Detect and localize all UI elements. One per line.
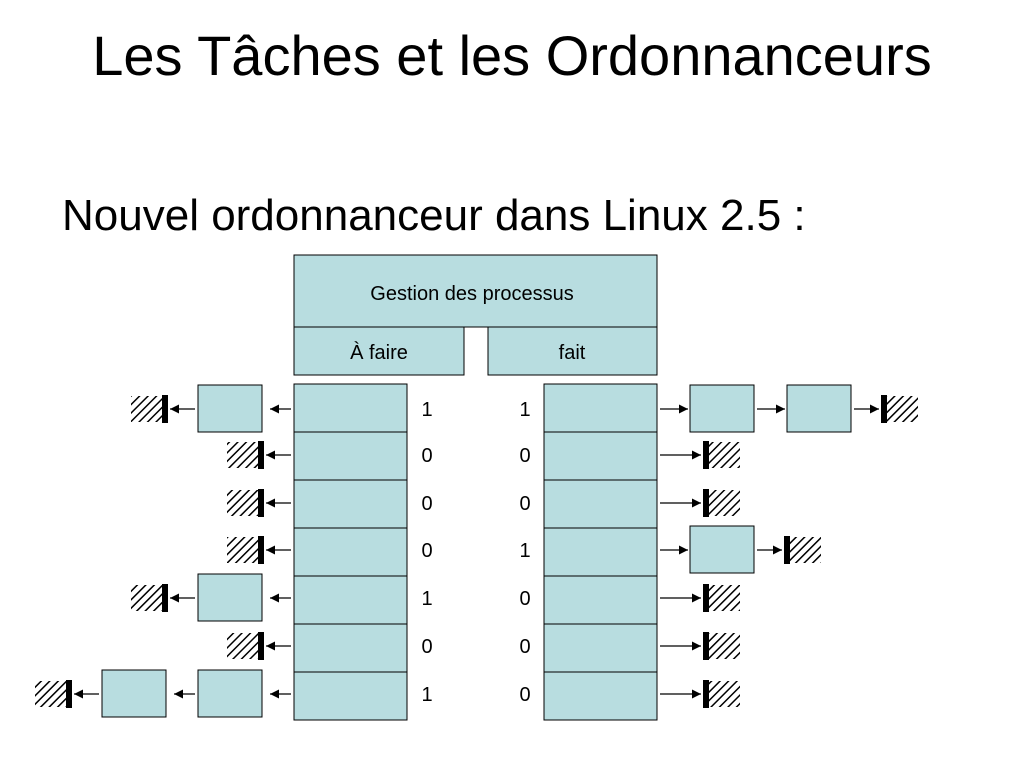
todo-row-4-null-hatch [131, 585, 162, 611]
done-row-1-null-bar [703, 441, 709, 469]
todo-row-5-null-bar [258, 632, 264, 660]
priority-rows: 1 0 0 0 1 0 1 1 0 0 1 0 0 0 [35, 383, 918, 721]
done-row-0-task-0 [689, 384, 755, 433]
done-row-0-bit: 1 [519, 399, 530, 421]
done-row-6-bit: 0 [519, 684, 530, 706]
done-row-3-task-0 [689, 525, 755, 574]
todo-row-3-slot [293, 527, 408, 577]
todo-row-0-null-hatch [131, 396, 162, 422]
todo-row-0-slot [293, 383, 408, 433]
done-row-5-null-hatch [709, 633, 740, 659]
done-row-0-slot [543, 383, 658, 433]
todo-row-1-bit: 0 [421, 445, 432, 467]
done-row-5-null-bar [703, 632, 709, 660]
todo-row-6-task-0 [197, 669, 263, 718]
todo-row-2-bit: 0 [421, 493, 432, 515]
done-header-box [487, 326, 658, 376]
todo-row-3-null-hatch [227, 537, 258, 563]
header-box [293, 254, 658, 328]
todo-row-6-slot [293, 671, 408, 721]
done-row-5-bit: 0 [519, 636, 530, 658]
todo-row-3-null-bar [258, 536, 264, 564]
todo-row-0-task-0 [197, 384, 263, 433]
done-row-0-null-hatch [887, 396, 918, 422]
done-row-6-null-hatch [709, 681, 740, 707]
done-row-6-slot [543, 671, 658, 721]
todo-row-6-task-1 [101, 669, 167, 718]
todo-row-2-null-hatch [227, 490, 258, 516]
done-row-1-bit: 0 [519, 445, 530, 467]
todo-row-5-null-hatch [227, 633, 258, 659]
done-row-1-slot [543, 431, 658, 481]
done-row-4-slot [543, 575, 658, 625]
todo-row-2-slot [293, 479, 408, 529]
todo-row-4-slot [293, 575, 408, 625]
todo-header-box [293, 326, 465, 376]
done-row-3-null-hatch [790, 537, 821, 563]
done-row-4-null-bar [703, 584, 709, 612]
todo-row-1-null-hatch [227, 442, 258, 468]
done-row-3-slot [543, 527, 658, 577]
todo-row-1-null-bar [258, 441, 264, 469]
todo-header-label: À faire [350, 341, 408, 364]
done-row-4-bit: 0 [519, 588, 530, 610]
todo-row-4-task-0 [197, 573, 263, 622]
done-row-0-null-bar [881, 395, 887, 423]
todo-row-6-null-bar [66, 680, 72, 708]
done-row-6-null-bar [703, 680, 709, 708]
header-label: Gestion des processus [370, 283, 573, 305]
todo-row-0-bit: 1 [421, 399, 432, 421]
done-row-2-bit: 0 [519, 493, 530, 515]
todo-row-3-bit: 0 [421, 540, 432, 562]
todo-row-4-bit: 1 [421, 588, 432, 610]
todo-row-1-slot [293, 431, 408, 481]
todo-row-6-null-hatch [35, 681, 66, 707]
done-row-4-null-hatch [709, 585, 740, 611]
done-row-2-slot [543, 479, 658, 529]
todo-row-2-null-bar [258, 489, 264, 517]
done-row-2-null-bar [703, 489, 709, 517]
todo-row-6-bit: 1 [421, 684, 432, 706]
done-row-1-null-hatch [709, 442, 740, 468]
done-row-3-null-bar [784, 536, 790, 564]
todo-row-4-null-bar [162, 584, 168, 612]
done-row-3-bit: 1 [519, 540, 530, 562]
todo-row-5-bit: 0 [421, 636, 432, 658]
todo-row-0-null-bar [162, 395, 168, 423]
done-header-label: fait [559, 342, 586, 364]
slide-title: Les Tâches et les Ordonnanceurs [92, 24, 932, 87]
done-row-2-null-hatch [709, 490, 740, 516]
todo-row-5-slot [293, 623, 408, 673]
slide-subtitle: Nouvel ordonnanceur dans Linux 2.5 : [62, 191, 806, 240]
done-row-5-slot [543, 623, 658, 673]
done-row-0-task-1 [786, 384, 852, 433]
